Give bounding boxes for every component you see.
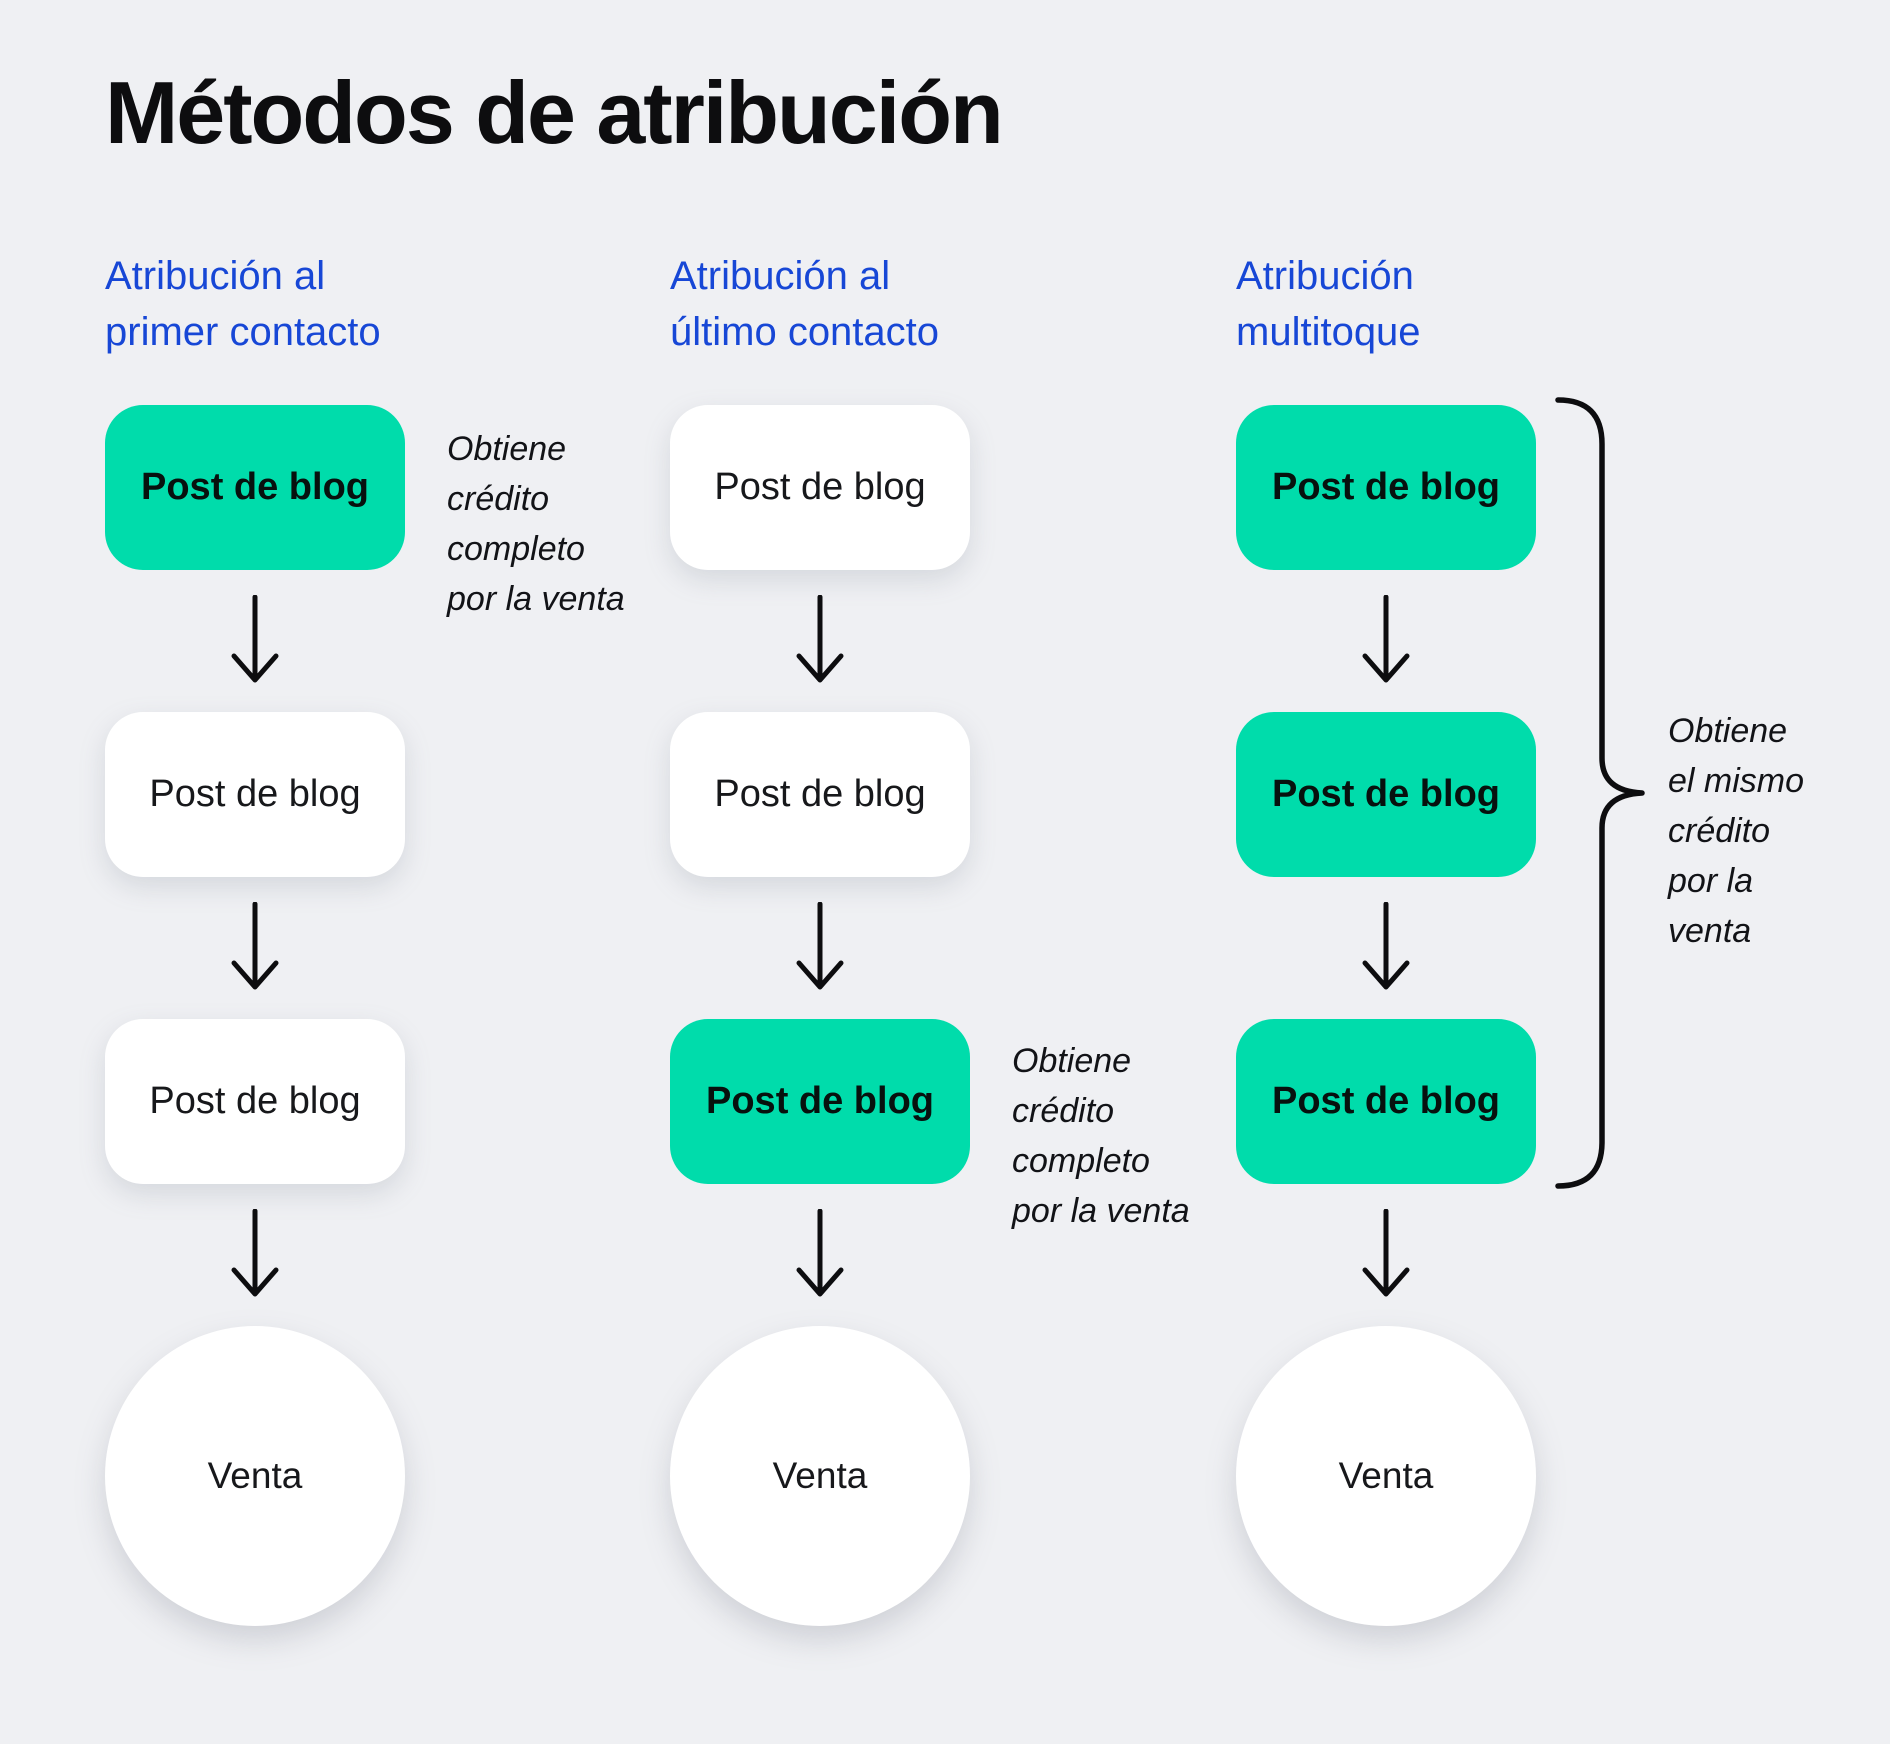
column-header-multi-touch: Atribución multitoque <box>1236 248 1536 405</box>
annotation-line: por la venta <box>447 580 625 618</box>
touchpoint-box: Post de blog <box>105 712 405 877</box>
column-first-touch: Atribución al primer contacto Post de bl… <box>105 248 405 1626</box>
annotation-line: por la venta <box>1012 1192 1190 1230</box>
annotation-line: crédito <box>447 480 550 518</box>
column-multi-touch: Atribución multitoque Post de blog Post … <box>1236 248 1536 1626</box>
column-last-touch: Atribución al último contacto Post de bl… <box>670 248 970 1626</box>
annotation-line: venta <box>1668 912 1752 950</box>
down-arrow-icon <box>796 902 844 990</box>
annotation-line: Obtiene <box>1668 712 1788 750</box>
column-header-line: Atribución <box>1236 254 1414 298</box>
annotation-first-touch-credit: Obtiene crédito completo por la venta <box>447 424 625 624</box>
touchpoint-box-label: Post de blog <box>706 1080 934 1122</box>
touchpoint-box-label: Post de blog <box>149 773 361 815</box>
down-arrow-icon <box>1362 1209 1410 1297</box>
touchpoint-box-label: Post de blog <box>714 466 926 508</box>
annotation-line: el mismo <box>1668 762 1805 800</box>
column-header-last-touch: Atribución al último contacto <box>670 248 970 405</box>
annotation-line: crédito <box>1668 812 1771 850</box>
sale-label: Venta <box>772 1455 868 1496</box>
annotation-line: completo <box>1012 1142 1150 1180</box>
touchpoint-box-highlighted: Post de blog <box>670 1019 970 1184</box>
sale-circle: Venta <box>1236 1326 1536 1626</box>
sale-label: Venta <box>207 1455 303 1496</box>
touchpoint-box: Post de blog <box>105 1019 405 1184</box>
down-arrow-icon <box>231 902 279 990</box>
touchpoint-box: Post de blog <box>670 712 970 877</box>
column-header-line: Atribución al <box>105 254 326 298</box>
column-header-line: multitoque <box>1236 310 1421 354</box>
sale-circle: Venta <box>670 1326 970 1626</box>
touchpoint-box-label: Post de blog <box>714 773 926 815</box>
annotation-last-touch-credit: Obtiene crédito completo por la venta <box>1012 1036 1190 1236</box>
annotation-line: por la <box>1668 862 1754 900</box>
down-arrow-icon <box>231 1209 279 1297</box>
column-header-line: Atribución al <box>670 254 891 298</box>
annotation-line: crédito <box>1012 1092 1115 1130</box>
annotation-line: Obtiene <box>447 430 567 468</box>
touchpoint-box-label: Post de blog <box>1272 773 1500 815</box>
sale-label: Venta <box>1338 1455 1434 1496</box>
touchpoint-box-label: Post de blog <box>1272 466 1500 508</box>
column-header-line: último contacto <box>670 310 940 354</box>
touchpoint-box-highlighted: Post de blog <box>1236 1019 1536 1184</box>
touchpoint-box-highlighted: Post de blog <box>1236 405 1536 570</box>
page-title: Métodos de atribución <box>105 63 1004 162</box>
column-header-first-touch: Atribución al primer contacto <box>105 248 405 405</box>
down-arrow-icon <box>1362 595 1410 683</box>
touchpoint-box-highlighted: Post de blog <box>1236 712 1536 877</box>
sale-circle: Venta <box>105 1326 405 1626</box>
touchpoint-box-label: Post de blog <box>1272 1080 1500 1122</box>
touchpoint-box-label: Post de blog <box>141 466 369 508</box>
down-arrow-icon <box>1362 902 1410 990</box>
down-arrow-icon <box>796 1209 844 1297</box>
annotation-line: completo <box>447 530 585 568</box>
annotation-line: Obtiene <box>1012 1042 1132 1080</box>
down-arrow-icon <box>231 595 279 683</box>
touchpoint-box-label: Post de blog <box>149 1080 361 1122</box>
curly-brace <box>1555 397 1645 1189</box>
annotation-multi-touch-credit: Obtiene el mismo crédito por la venta <box>1668 706 1804 956</box>
down-arrow-icon <box>796 595 844 683</box>
touchpoint-box: Post de blog <box>670 405 970 570</box>
column-header-line: primer contacto <box>105 310 381 354</box>
touchpoint-box-highlighted: Post de blog <box>105 405 405 570</box>
